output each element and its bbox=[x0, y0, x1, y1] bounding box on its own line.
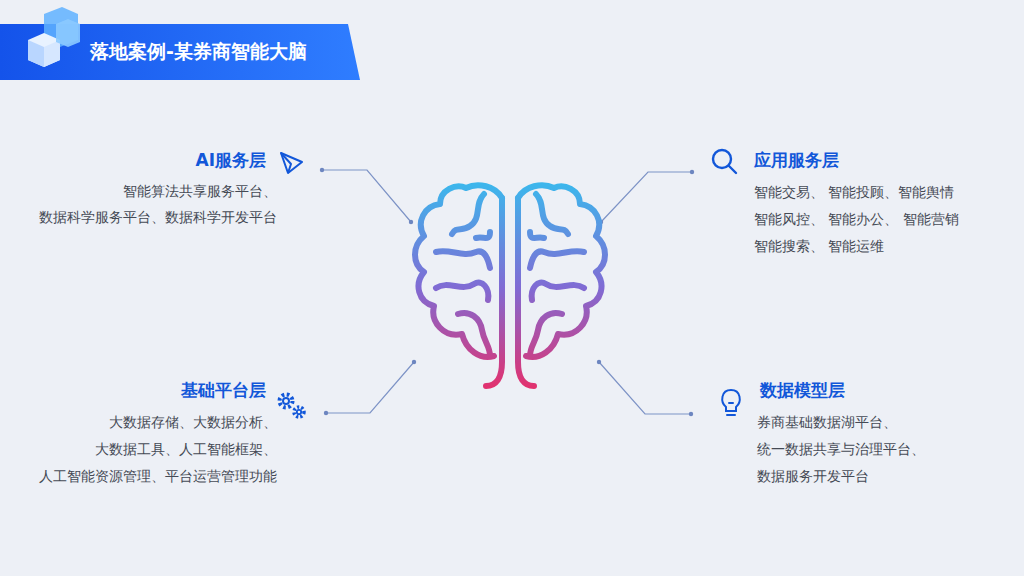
layer-item: 智能算法共享服务平台、 bbox=[123, 181, 277, 201]
cube-icon bbox=[28, 7, 80, 67]
layer-item: 券商基础数据湖平台、 bbox=[757, 412, 897, 432]
layer-item: 智能风控、 智能办公、 智能营销 bbox=[754, 209, 959, 229]
layer-heading: 基础平台层 bbox=[181, 379, 266, 401]
layer-item: 数据服务开发平台 bbox=[757, 466, 869, 486]
layer-item: 统一数据共享与治理平台、 bbox=[757, 439, 925, 459]
leader-dot bbox=[320, 168, 694, 416]
layer-heading: 数据模型层 bbox=[760, 379, 845, 401]
brain-illustration bbox=[415, 185, 605, 386]
layer-heading: 应用服务层 bbox=[754, 149, 839, 171]
gears-icon bbox=[280, 395, 305, 418]
layer-item: 智能交易、 智能投顾、智能舆情 bbox=[754, 182, 954, 202]
layer-item: 智能搜索、 智能运维 bbox=[754, 236, 884, 256]
leader-line bbox=[322, 170, 692, 414]
bulb-icon bbox=[722, 390, 739, 415]
paper-plane-icon bbox=[281, 153, 302, 173]
magnifier-icon bbox=[713, 150, 736, 173]
layer-heading: AI服务层 bbox=[196, 149, 266, 171]
layer-item: 大数据存储、大数据分析、 bbox=[109, 412, 277, 432]
layer-item: 数据科学服务平台、数据科学开发平台 bbox=[39, 207, 277, 227]
page-title: 落地案例-某券商智能大脑 bbox=[90, 39, 307, 63]
layer-item: 大数据工具、人工智能框架、 bbox=[95, 439, 277, 459]
layer-item: 人工智能资源管理、平台运营管理功能 bbox=[39, 466, 277, 486]
